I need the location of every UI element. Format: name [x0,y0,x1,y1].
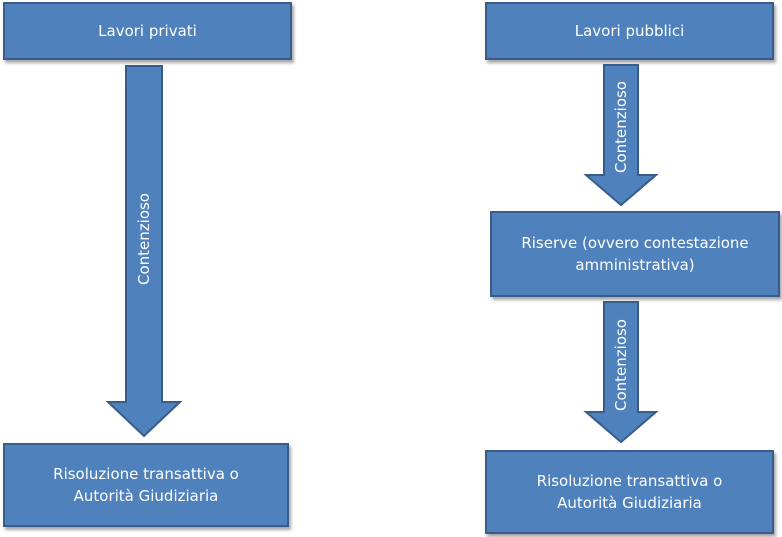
contenzioso-arrow-right-1 [583,64,659,207]
contenzioso-arrow-right-2 [583,301,659,444]
contenzioso-label-right-2: Contenzioso [612,319,630,411]
down-arrow-icon [105,65,183,438]
contenzioso-arrow-left [105,65,183,438]
lavori-privati-box: Lavori privati [3,2,292,60]
down-arrow-icon [583,301,659,444]
contenzioso-label-left: Contenzioso [135,193,153,285]
contenzioso-label-right-1: Contenzioso [612,81,630,173]
riserve-box: Riserve (ovvero contestazione amministra… [490,211,780,297]
lavori-pubblici-box: Lavori pubblici [485,2,774,60]
down-arrow-icon [583,64,659,207]
risoluzione-box-left: Risoluzione transattiva o Autorità Giudi… [3,443,289,527]
risoluzione-box-right: Risoluzione transattiva o Autorità Giudi… [485,450,774,534]
